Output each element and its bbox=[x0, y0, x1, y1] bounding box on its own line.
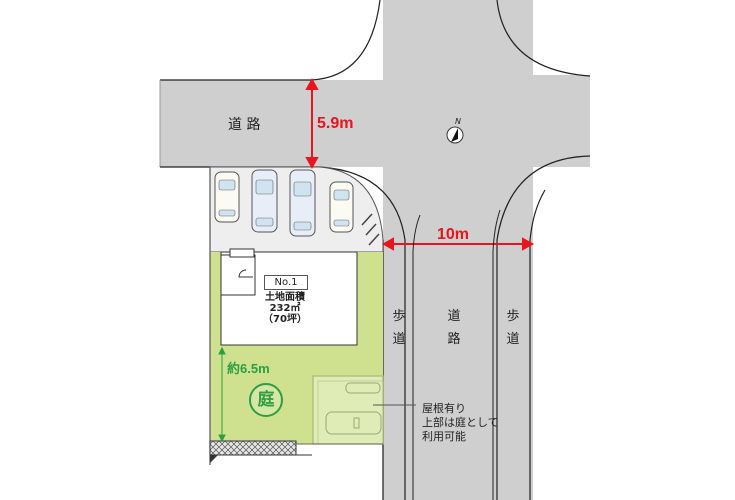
car-icon bbox=[251, 169, 278, 233]
east-road-width: 10m bbox=[437, 226, 470, 243]
garden-badge: 庭 bbox=[249, 383, 283, 417]
compass-label: N bbox=[455, 117, 461, 126]
dimension-5-9m bbox=[305, 77, 319, 170]
dimension-6-5m bbox=[218, 346, 226, 443]
carport-note: 屋根有り 上部は庭として 利用可能 bbox=[422, 402, 499, 443]
bicycle-icon bbox=[361, 213, 380, 246]
lot-area-info: 土地面積 232㎡ （70坪） bbox=[250, 292, 320, 325]
north-road-label: 道 路 bbox=[228, 117, 261, 133]
car-icon bbox=[289, 169, 316, 237]
sidewalk-left-label: 歩道 bbox=[392, 309, 406, 347]
lot-area-label: 土地面積 bbox=[265, 292, 305, 303]
parked-cars bbox=[214, 169, 382, 435]
north-road-width: 5.9m bbox=[317, 115, 354, 132]
sidewalk-right-label: 歩道 bbox=[506, 309, 520, 347]
lot-area-tsubo: （70坪） bbox=[263, 314, 307, 325]
lot-area-sqm: 232㎡ bbox=[269, 303, 301, 314]
car-icon bbox=[329, 181, 354, 233]
car-icon bbox=[214, 171, 240, 223]
north-arrow-icon bbox=[446, 126, 464, 144]
east-road-label: 道路 bbox=[447, 309, 461, 347]
carport-car-icon bbox=[325, 382, 382, 435]
dimension-10m bbox=[381, 237, 535, 251]
garden-depth-label: 約6.5m bbox=[227, 361, 270, 376]
road-area bbox=[159, 0, 591, 500]
lot-number: No.1 bbox=[264, 275, 308, 290]
